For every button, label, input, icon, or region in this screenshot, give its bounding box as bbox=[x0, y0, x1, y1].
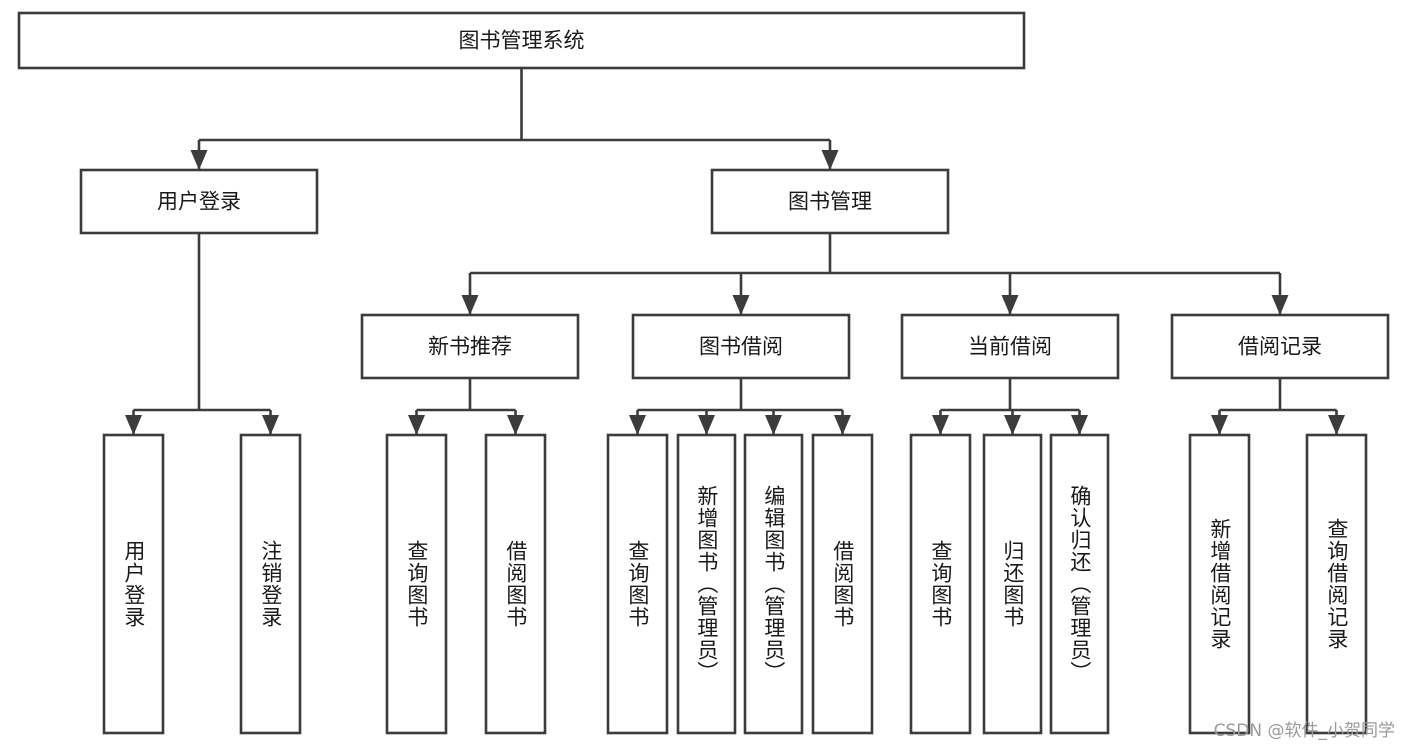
node-l1-user-login-label: 用户登录 bbox=[157, 190, 241, 214]
node-leaf-leaf-query-book-borrow[interactable] bbox=[606, 433, 669, 735]
node-l2-book-borrow-label: 图书借阅 bbox=[699, 335, 783, 359]
node-l2-current-borrow[interactable]: 当前借阅 bbox=[900, 313, 1120, 380]
node-leaf-leaf-edit-book[interactable] bbox=[743, 433, 804, 735]
node-leaf-leaf-edit-book-box bbox=[743, 433, 804, 735]
node-l1-user-login-box bbox=[79, 168, 319, 235]
node-leaf-leaf-borrow-book[interactable] bbox=[811, 433, 874, 735]
node-leaf-leaf-add-record-box bbox=[1188, 433, 1251, 735]
node-l2-borrow-record-box bbox=[1170, 313, 1390, 380]
node-leaf-leaf-query-book-rec[interactable] bbox=[385, 433, 448, 735]
conn-borrow-record-arrow-0 bbox=[1211, 415, 1228, 435]
node-l2-book-borrow[interactable]: 图书借阅 bbox=[631, 313, 851, 380]
node-leaf-leaf-borrow-book-box bbox=[811, 433, 874, 735]
node-root-label: 图书管理系统 bbox=[459, 29, 585, 53]
node-leaf-leaf-return-book[interactable] bbox=[982, 433, 1043, 735]
node-leaf-leaf-query-book-borrow-box bbox=[606, 433, 669, 735]
node-leaf-leaf-query-book-current[interactable] bbox=[909, 433, 972, 735]
node-root[interactable]: 图书管理系统 bbox=[17, 11, 1026, 70]
node-l1-book-manage[interactable]: 图书管理 bbox=[710, 168, 950, 235]
node-leaf-leaf-query-record[interactable] bbox=[1305, 433, 1368, 735]
node-l2-current-borrow-label: 当前借阅 bbox=[968, 335, 1052, 359]
node-leaf-leaf-confirm-return-box bbox=[1049, 433, 1110, 735]
node-l2-book-borrow-box bbox=[631, 313, 851, 380]
conn-book-borrow-arrow-0 bbox=[629, 415, 646, 435]
conn-book-manage-arrow-3 bbox=[1271, 295, 1289, 315]
conn-root-arrow-0 bbox=[190, 150, 208, 170]
conn-new-book-rec-arrow-1 bbox=[507, 415, 524, 435]
node-leaf-leaf-query-book-rec-box bbox=[385, 433, 448, 735]
node-l2-new-book-rec-label: 新书推荐 bbox=[428, 335, 512, 359]
node-l2-borrow-record-label: 借阅记录 bbox=[1238, 335, 1322, 359]
node-leaf-leaf-user-login[interactable] bbox=[102, 433, 165, 735]
node-leaf-leaf-borrow-book-rec[interactable] bbox=[484, 433, 547, 735]
conn-borrow-record-arrow-1 bbox=[1328, 415, 1345, 435]
node-leaf-leaf-user-logout[interactable] bbox=[239, 433, 302, 735]
node-leaf-leaf-query-record-box bbox=[1305, 433, 1368, 735]
node-root-box bbox=[17, 11, 1026, 70]
node-l2-current-borrow-box bbox=[900, 313, 1120, 380]
conn-book-manage-arrow-1 bbox=[732, 295, 750, 315]
conn-user-login-arrow-1 bbox=[262, 415, 279, 435]
conn-current-borrow-arrow-2 bbox=[1071, 415, 1088, 435]
node-leaf-leaf-user-logout-box bbox=[239, 433, 302, 735]
connectors-layer bbox=[125, 68, 1345, 435]
conn-current-borrow-arrow-1 bbox=[1004, 415, 1021, 435]
conn-book-borrow-arrow-1 bbox=[698, 415, 715, 435]
conn-book-borrow-arrow-3 bbox=[834, 415, 851, 435]
conn-root-arrow-1 bbox=[821, 150, 839, 170]
conn-book-borrow-arrow-2 bbox=[765, 415, 782, 435]
node-leaf-leaf-query-book-current-box bbox=[909, 433, 972, 735]
conn-current-borrow-arrow-0 bbox=[932, 415, 949, 435]
node-leaf-leaf-borrow-book-rec-box bbox=[484, 433, 547, 735]
conn-book-manage-arrow-0 bbox=[461, 295, 479, 315]
conn-new-book-rec-arrow-0 bbox=[408, 415, 425, 435]
node-leaf-leaf-add-record[interactable] bbox=[1188, 433, 1251, 735]
node-leaf-leaf-user-login-box bbox=[102, 433, 165, 735]
node-leaf-leaf-return-book-box bbox=[982, 433, 1043, 735]
node-l1-book-manage-box bbox=[710, 168, 950, 235]
node-leaf-leaf-add-book-box bbox=[676, 433, 737, 735]
node-leaf-leaf-confirm-return[interactable] bbox=[1049, 433, 1110, 735]
conn-user-login-arrow-0 bbox=[125, 415, 142, 435]
node-l2-new-book-rec-box bbox=[360, 313, 580, 380]
conn-book-manage-arrow-2 bbox=[1001, 295, 1019, 315]
watermark-text: CSDN @软件_小贺同学 bbox=[1213, 721, 1395, 741]
node-l1-book-manage-label: 图书管理 bbox=[788, 190, 872, 214]
node-l2-borrow-record[interactable]: 借阅记录 bbox=[1170, 313, 1390, 380]
node-l2-new-book-rec[interactable]: 新书推荐 bbox=[360, 313, 580, 380]
node-leaf-leaf-add-book[interactable] bbox=[676, 433, 737, 735]
node-l1-user-login[interactable]: 用户登录 bbox=[79, 168, 319, 235]
